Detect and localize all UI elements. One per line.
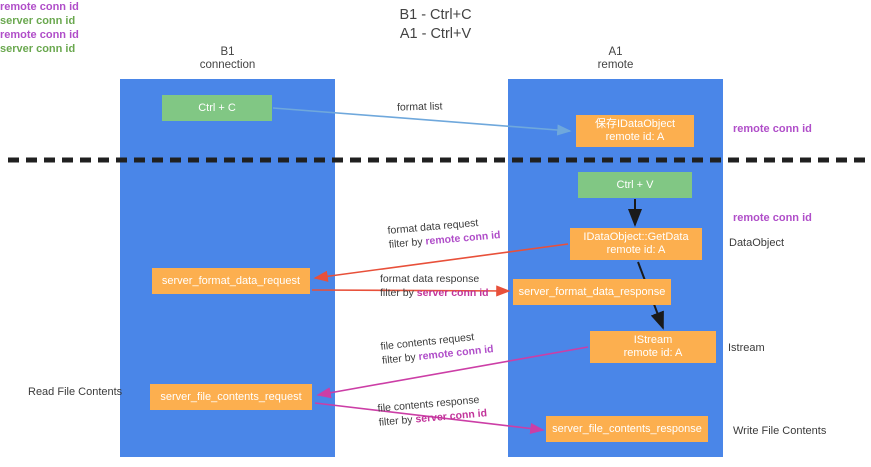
box-server-file-contents-request[interactable]: server_file_contents_request xyxy=(150,384,312,410)
lane-header-a1-name: A1 xyxy=(608,46,623,58)
page-title: B1 - Ctrl+C A1 - Ctrl+V xyxy=(0,6,871,44)
box-idataobject-getdata-line2: remote id: A xyxy=(606,244,666,256)
lane-header-b1-name: B1 xyxy=(220,46,235,58)
lane-header-a1: A1 remote xyxy=(508,46,723,72)
annotation-read-file-contents: Read File Contents xyxy=(28,386,123,398)
box-server-format-data-request[interactable]: server_format_data_request xyxy=(152,268,310,294)
filter-prefix: filter by xyxy=(388,235,426,251)
box-idataobject-getdata[interactable]: IDataObject::GetData remote id: A xyxy=(570,228,702,260)
box-save-idataobject-line1: 保存IDataObject xyxy=(594,118,676,130)
title-line-1: B1 - Ctrl+C xyxy=(399,7,472,23)
lane-header-a1-subtitle: remote xyxy=(597,59,634,71)
edge-label-file-contents-request: file contents request filter by remote c… xyxy=(380,328,494,368)
edge-label-format-data-response-line1: format data response xyxy=(380,273,480,285)
title-line-2: A1 - Ctrl+V xyxy=(399,26,472,42)
annotation-left-conn-ids-top: remote conn id server conn id xyxy=(0,0,871,28)
annotation-remote-conn-id-top: remote conn id xyxy=(733,123,812,135)
box-istream[interactable]: IStream remote id: A xyxy=(590,331,716,363)
annotation-left-server-conn-id-1: server conn id xyxy=(0,15,76,27)
annotation-write-file-contents: Write File Contents xyxy=(733,425,827,437)
annotation-dataobject: DataObject xyxy=(729,237,785,249)
edge-label-format-data-response-line2: filter by server conn id xyxy=(380,286,489,300)
box-server-file-contents-response-label: server_file_contents_response xyxy=(552,422,702,435)
box-server-format-data-response[interactable]: server_format_data_response xyxy=(513,279,671,305)
filter-prefix: filter by xyxy=(378,413,416,429)
edge-label-format-data-request: format data request filter by remote con… xyxy=(387,214,501,252)
edge-label-file-contents-response: file contents response filter by server … xyxy=(377,392,488,429)
box-ctrl-c[interactable]: Ctrl + C xyxy=(162,95,272,121)
box-save-idataobject[interactable]: 保存IDataObject remote id: A xyxy=(576,115,694,147)
box-idataobject-getdata-line1: IDataObject::GetData xyxy=(583,231,689,243)
box-istream-line1: IStream xyxy=(633,334,673,346)
box-ctrl-v-label: Ctrl + V xyxy=(616,178,654,191)
box-ctrl-c-label: Ctrl + C xyxy=(198,101,236,114)
annotation-left-server-conn-id-2: server conn id xyxy=(0,43,76,55)
annotation-remote-conn-id-mid: remote conn id xyxy=(733,212,812,224)
box-server-file-contents-request-label: server_file_contents_request xyxy=(160,390,302,403)
lane-header-b1: B1 connection xyxy=(120,46,335,72)
box-server-format-data-response-label: server_format_data_response xyxy=(518,285,666,298)
box-server-file-contents-response[interactable]: server_file_contents_response xyxy=(546,416,708,442)
box-save-idataobject-line2: remote id: A xyxy=(605,131,665,143)
annotation-left-conn-ids-bottom: remote conn id server conn id xyxy=(0,28,871,56)
edge-label-format-list: format list xyxy=(397,99,443,114)
annotation-left-remote-conn-id-2: remote conn id xyxy=(0,29,79,41)
annotation-istream: Istream xyxy=(728,342,765,354)
box-istream-line2: remote id: A xyxy=(623,347,683,359)
edge-label-format-data-response: format data response filter by server co… xyxy=(380,272,489,300)
filter-key-server-conn-id: server conn id xyxy=(416,287,489,299)
lane-header-b1-subtitle: connection xyxy=(199,59,256,71)
filter-prefix: filter by xyxy=(380,287,417,299)
edge-label-format-list-text: format list xyxy=(396,100,443,114)
box-server-format-data-request-label: server_format_data_request xyxy=(161,274,301,287)
box-ctrl-v[interactable]: Ctrl + V xyxy=(578,172,692,198)
annotation-left-remote-conn-id-1: remote conn id xyxy=(0,1,79,13)
filter-prefix: filter by xyxy=(381,351,420,367)
